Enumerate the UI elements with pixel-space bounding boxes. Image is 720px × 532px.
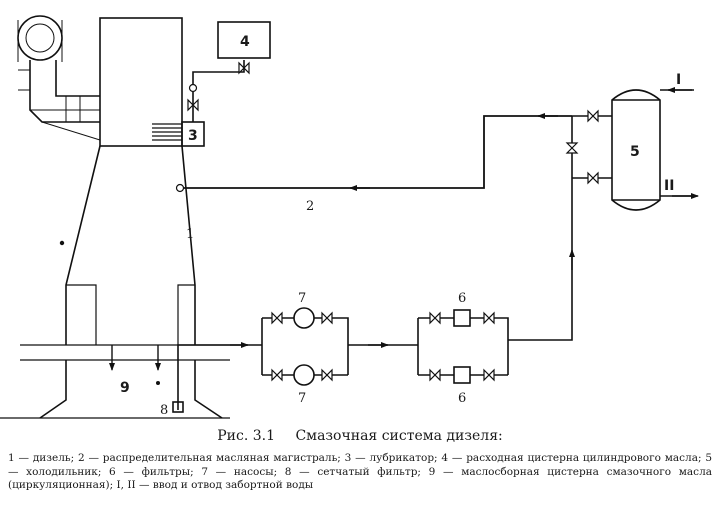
figure-number: Рис. 3.1 bbox=[217, 428, 276, 444]
cooler-5 bbox=[611, 89, 661, 211]
figure-caption: Рис. 3.1 Смазочная система дизеля: bbox=[0, 428, 720, 444]
label-inlet-I: I bbox=[676, 72, 681, 88]
label-5: 5 bbox=[630, 144, 640, 160]
turbocharger-inner bbox=[25, 23, 55, 53]
label-7-bottom: 7 bbox=[298, 391, 306, 406]
label-9: 9 bbox=[120, 380, 130, 396]
figure-legend: 1 — дизель; 2 — распределительная маслян… bbox=[8, 452, 712, 493]
label-2: 2 bbox=[306, 199, 314, 214]
label-6-top: 6 bbox=[458, 291, 466, 306]
cylinder-block bbox=[99, 17, 183, 147]
legend-text: 1 — дизель; 2 — распределительная маслян… bbox=[8, 452, 712, 491]
label-1: 1 bbox=[186, 227, 194, 242]
crankcase-right bbox=[181, 145, 196, 345]
label-6-bottom: 6 bbox=[458, 391, 466, 406]
diesel-engine bbox=[0, 15, 230, 419]
label-4: 4 bbox=[240, 34, 250, 50]
label-7-top: 7 bbox=[298, 291, 306, 306]
label-8: 8 bbox=[160, 403, 168, 418]
crankcase-left bbox=[65, 145, 101, 345]
label-outlet-II: II bbox=[664, 178, 674, 194]
oil-tank-4 bbox=[217, 21, 271, 59]
figure-title: Смазочная система дизеля: bbox=[295, 428, 503, 444]
mesh-filter-8 bbox=[172, 401, 184, 413]
label-3: 3 bbox=[188, 128, 198, 144]
turbocharger-circle bbox=[17, 15, 63, 61]
